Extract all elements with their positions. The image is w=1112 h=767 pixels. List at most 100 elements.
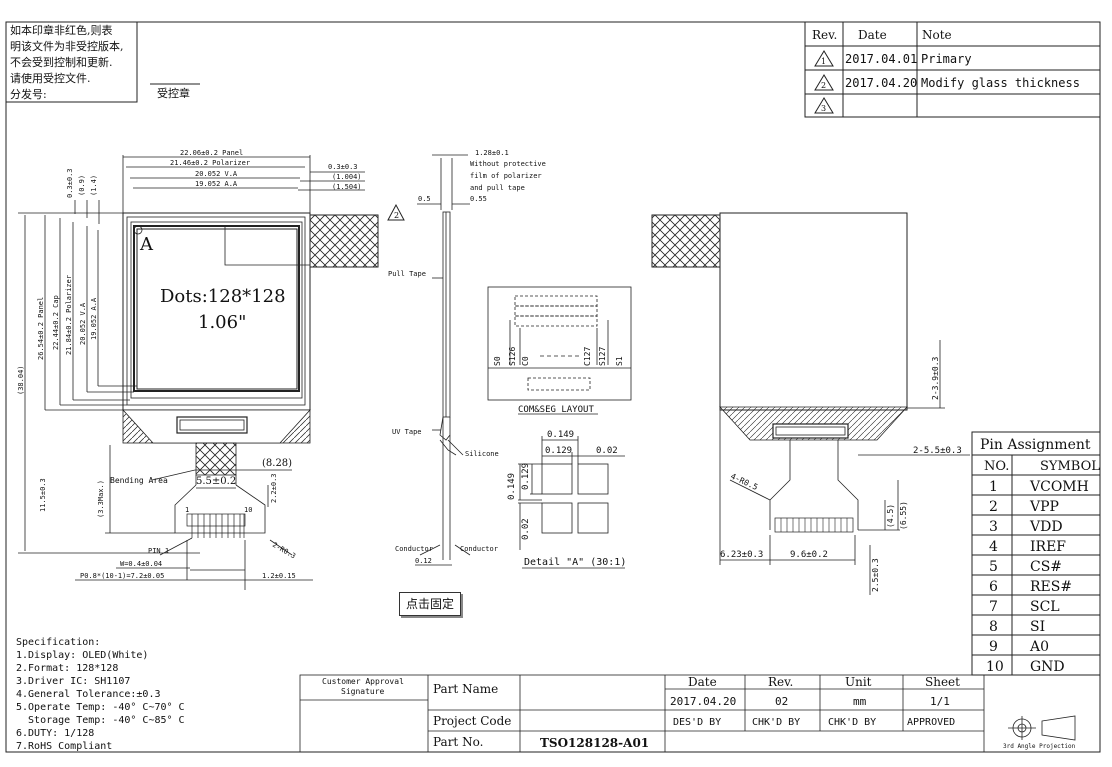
pin-symbol: RES# bbox=[1030, 579, 1072, 595]
notice-line: 不会受到控制和更新. bbox=[10, 55, 113, 69]
seg-label: S127 bbox=[598, 347, 607, 366]
revision-table: Rev. Date Note 1 2 3 2017.04.01 2017.04.… bbox=[804, 21, 1101, 118]
rev-note: Modify glass thickness bbox=[921, 76, 1080, 90]
spec-line: 3.Driver IC: SH1107 bbox=[16, 676, 130, 687]
specification: Specification: 1.Display: OLED(White) 2.… bbox=[16, 637, 185, 752]
control-notice: 如本印章非红色,则表 明该文件为非受控版本, 不会受到控制和更新. 请使用受控文… bbox=[5, 21, 200, 103]
pin-symbol: CS# bbox=[1030, 559, 1062, 575]
com-label: C127 bbox=[583, 347, 592, 366]
rev-header: Date bbox=[858, 28, 887, 42]
rev-date: 2017.04.01 bbox=[845, 52, 917, 66]
rev-number: 1 bbox=[821, 57, 826, 66]
dim-aa-height: 19.052 A.A bbox=[90, 297, 98, 340]
rev-number: 2 bbox=[821, 81, 826, 90]
part-no-value: TSO128128-A01 bbox=[540, 736, 649, 750]
pin-number: 7 bbox=[989, 599, 998, 615]
dim-back-623: 6.23±0.3 bbox=[720, 550, 763, 560]
dim-offset: (1.004) bbox=[332, 173, 362, 181]
pin-number: 10 bbox=[986, 659, 1004, 675]
dim-overall-height: (38.04) bbox=[17, 365, 25, 395]
rev-header: Rev. bbox=[812, 28, 837, 42]
spec-line: 6.DUTY: 1/128 bbox=[16, 728, 94, 739]
dim-glass: 0.55 bbox=[470, 195, 487, 203]
approved-by: APPROVED bbox=[907, 717, 955, 728]
dim-aa-width: 19.052 A.A bbox=[195, 180, 238, 188]
pin-width: W=0.4±0.04 bbox=[120, 560, 162, 568]
pin-number: 8 bbox=[989, 619, 998, 635]
rev-header: Note bbox=[922, 28, 952, 42]
project-code-label: Project Code bbox=[433, 714, 511, 728]
pin-symbol: VPP bbox=[1029, 499, 1059, 515]
customer-label: Customer Approval bbox=[322, 677, 404, 686]
dim-back-45: (4.5) bbox=[886, 504, 895, 528]
date-value: 2017.04.20 bbox=[670, 695, 736, 708]
dim-offset: 0.3±0.3 bbox=[328, 163, 358, 171]
dim-fpc-step: 2.2±0.3 bbox=[270, 473, 278, 503]
dim-thickness: 1.28±0.1 bbox=[475, 149, 509, 157]
pin-symbol: SI bbox=[1030, 619, 1045, 635]
dim-panel-width: 22.06±0.2 Panel bbox=[180, 149, 243, 157]
rev-header: Rev. bbox=[768, 675, 793, 689]
dim-fpc-height: 11.5±0.3 bbox=[39, 478, 47, 512]
dim-back-radius: 4-R0.5 bbox=[729, 472, 759, 492]
com-seg-layout bbox=[487, 286, 632, 415]
detail-a bbox=[518, 436, 625, 569]
dots-label: Dots:128*128 bbox=[160, 286, 286, 307]
signature-label: Signature bbox=[341, 687, 385, 696]
pin-number: 3 bbox=[989, 519, 998, 535]
rev-date: 2017.04.20 bbox=[845, 76, 917, 90]
pin1-label: PIN 1 bbox=[148, 547, 169, 555]
pin-number: 1 bbox=[989, 479, 998, 495]
dim-top-v: (1.4) bbox=[90, 175, 98, 196]
date-header: Date bbox=[688, 675, 717, 689]
dim-back-h: 2-5.5±0.3 bbox=[913, 446, 962, 456]
size-label: 1.06" bbox=[198, 312, 246, 333]
checked-by: CHK'D BY bbox=[828, 717, 876, 728]
notice-line: 分发号: bbox=[10, 87, 47, 101]
silicone-label: Silicone bbox=[465, 450, 499, 458]
seg-label: S1 bbox=[615, 356, 624, 366]
rev-value: 02 bbox=[775, 695, 788, 708]
rev-note: Primary bbox=[921, 52, 972, 66]
conductor-label: Conductor bbox=[460, 545, 498, 553]
dim-polarizer-width: 21.46±0.2 Polarizer bbox=[170, 159, 250, 167]
pin-radius: 2-R0.3 bbox=[271, 541, 297, 561]
spec-line: 2.Format: 128*128 bbox=[16, 663, 118, 674]
pin-index: 1 bbox=[185, 506, 189, 514]
spec-line: 7.RoHS Compliant bbox=[16, 741, 112, 752]
pin-number: 6 bbox=[989, 579, 998, 595]
dim-polarizer-height: 21.84±0.2 Polarizer bbox=[65, 275, 73, 355]
dim-pixel-pitch-v: 0.149 bbox=[507, 473, 517, 500]
pin-symbol: GND bbox=[1030, 659, 1065, 675]
spec-line: 4.General Tolerance:±0.3 bbox=[16, 689, 161, 700]
dim-offset: (1.504) bbox=[332, 183, 362, 191]
com-seg-labels: S0 S126 C0 C127 S127 S1 COM&SEG LAYOUT bbox=[493, 347, 624, 415]
front-view-labels: 22.06±0.2 Panel 21.46±0.2 Polarizer 20.0… bbox=[17, 149, 362, 580]
side-note: film of polarizer bbox=[470, 172, 542, 180]
checked-by: CHK'D BY bbox=[752, 717, 800, 728]
fix-button[interactable]: 点击固定 bbox=[399, 592, 461, 616]
pin-symbol: VCOMH bbox=[1029, 479, 1089, 495]
side-note: Without protective bbox=[470, 160, 546, 168]
dim-back-655: (6.55) bbox=[899, 501, 908, 530]
conductor-label: Conductor bbox=[395, 545, 433, 553]
dim-back-25: 2.5±0.3 bbox=[871, 558, 880, 592]
pull-tape-label: Pull Tape bbox=[388, 270, 426, 278]
dim-conductor: 0.12 bbox=[415, 557, 432, 565]
sheet-header: Sheet bbox=[925, 675, 960, 689]
part-name-label: Part Name bbox=[433, 682, 498, 696]
com-seg-title: COM&SEG LAYOUT bbox=[518, 405, 594, 415]
spec-title: Specification: bbox=[16, 637, 100, 648]
pin-symbol: VDD bbox=[1029, 519, 1063, 535]
dim-fpc-length: (8.28) bbox=[262, 458, 292, 469]
pin-symbol: IREF bbox=[1030, 539, 1066, 555]
projection-label: 3rd Angle Projection bbox=[1003, 743, 1076, 750]
dim-pixel-gap-v: 0.02 bbox=[521, 518, 531, 540]
dim-fpc-width: 5.5±0.2 bbox=[196, 476, 236, 487]
back-view-labels: 2-3.9±0.3 2-5.5±0.3 4-R0.5 (4.5) (6.55) … bbox=[720, 356, 962, 592]
pin-number: 4 bbox=[989, 539, 998, 555]
bending-area-label: Bending Area bbox=[110, 476, 168, 485]
spec-line: Storage Temp: -40° C~85° C bbox=[16, 715, 185, 726]
pin-number: 2 bbox=[989, 499, 998, 515]
